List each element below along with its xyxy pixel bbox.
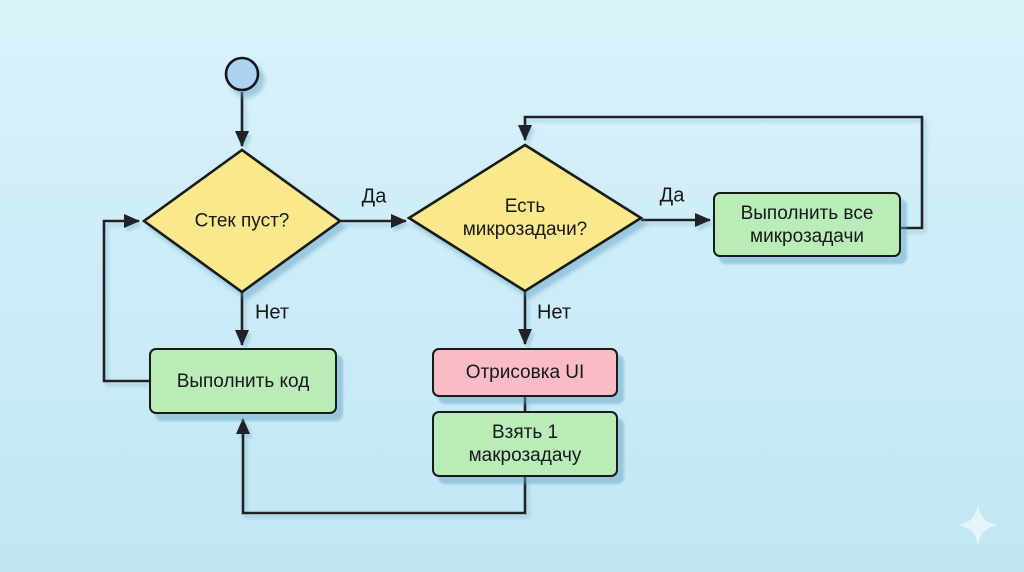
node-label-line: микрозадачи [750, 225, 864, 247]
decision-has-microtasks-label: Есть микрозадачи? [463, 195, 588, 241]
node-label-line: Стек пуст? [194, 210, 290, 232]
node-label-line: макрозадачу [468, 445, 582, 466]
start-node [224, 56, 260, 92]
process-run-all-microtasks: Выполнить все микрозадачи [713, 192, 901, 257]
node-label-line: Взять 1 [491, 422, 559, 443]
connector-run-code-loop-to-stack-empty [102, 214, 149, 383]
decision-has-microtasks-shape [406, 143, 644, 293]
node-label-line: микрозадачи? [462, 219, 588, 240]
edge-label-yes-1: Да [361, 185, 387, 208]
sparkle-icon [958, 505, 998, 545]
connectors [102, 92, 924, 515]
edge-label-no-2: Нет [536, 301, 572, 324]
connector-take-macrotask-loop-to-run-code [236, 418, 527, 515]
edge-label-no-1: Нет [254, 301, 290, 324]
node-label-line: Есть [504, 196, 546, 217]
process-take-macrotask: Взять 1 макрозадачу [432, 411, 618, 477]
node-label-line: Отрисовка UI [465, 362, 585, 383]
process-run-code: Выполнить код [149, 348, 337, 414]
node-label-line: Выполнить все [740, 202, 874, 224]
decision-stack-empty-shape [141, 148, 343, 294]
node-label-line: Выполнить код [176, 370, 310, 392]
connector-run-all-loop-to-has-microtasks [518, 115, 924, 230]
decision-stack-empty-label: Стек пуст? [195, 210, 290, 233]
process-render-ui: Отрисовка UI [432, 348, 618, 397]
edge-label-yes-2: Да [659, 184, 685, 207]
